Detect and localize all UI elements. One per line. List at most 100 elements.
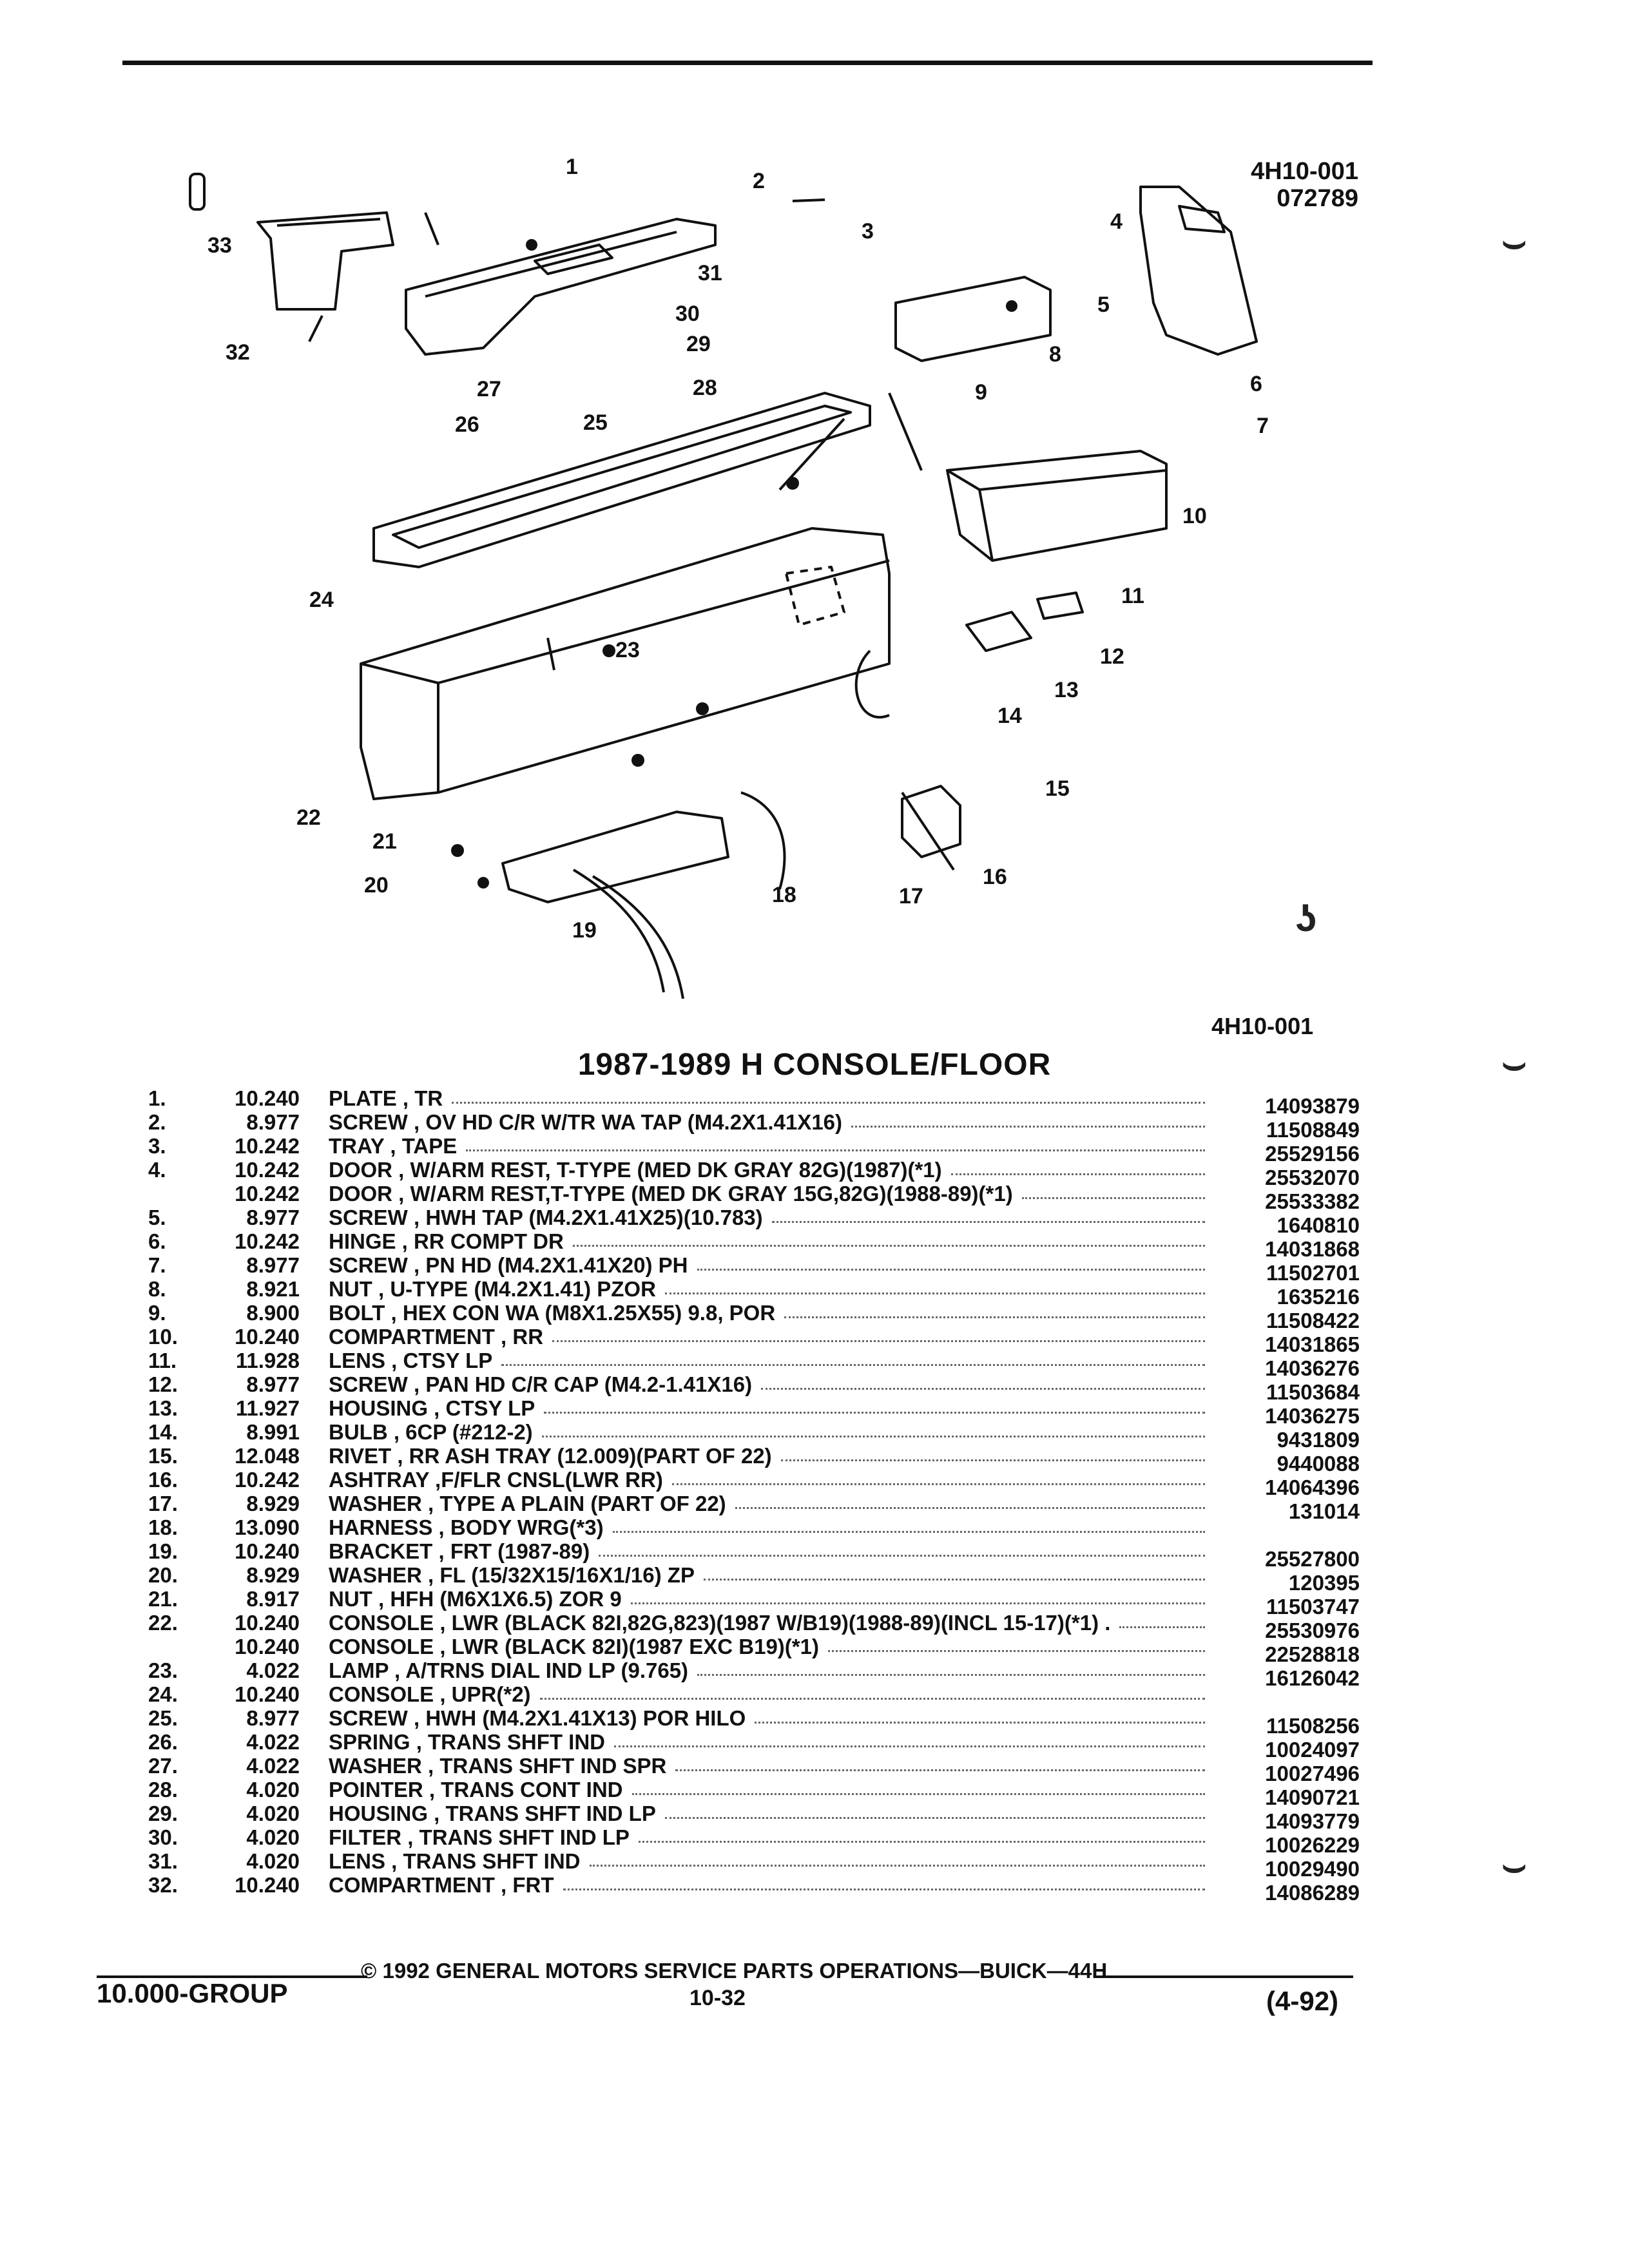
callout-21: 21	[372, 829, 397, 854]
part-description: PLATE , TR	[329, 1086, 443, 1110]
dot-leader	[599, 1539, 1205, 1557]
part-group-code: 10.242	[235, 1468, 300, 1492]
part-description: COMPARTMENT , FRT	[329, 1873, 554, 1897]
part-group-code: 8.977	[246, 1110, 300, 1134]
part-number-index: 14.	[148, 1420, 178, 1444]
callout-19: 19	[572, 918, 597, 943]
callout-32: 32	[226, 340, 250, 365]
callout-7: 7	[1257, 414, 1269, 438]
part-number-index: 17.	[148, 1492, 178, 1515]
part-description: SCREW , PAN HD C/R CAP (M4.2-1.41X16)	[329, 1372, 753, 1396]
part-group-code: 10.242	[235, 1229, 300, 1253]
dot-leader	[735, 1492, 1205, 1509]
figure-code: 072789	[1277, 185, 1358, 212]
part-description: HOUSING , TRANS SHFT IND LP	[329, 1802, 656, 1825]
dot-leader	[542, 1420, 1205, 1437]
part-description: POINTER , TRANS CONT IND	[329, 1778, 623, 1802]
part-number: 14093779	[1265, 1809, 1360, 1833]
part-group-code: 10.240	[235, 1611, 300, 1635]
part-group-code: 10.240	[235, 1539, 300, 1563]
callout-11: 11	[1121, 584, 1144, 608]
part-group-code: 4.022	[246, 1730, 300, 1754]
dot-leader	[1022, 1182, 1205, 1199]
part-number: 11503684	[1266, 1380, 1360, 1404]
dot-leader	[631, 1587, 1205, 1604]
parts-row: 31. 4.020 LENS , TRANS SHFT IND 10029490	[148, 1849, 1360, 1881]
part-group-code: 10.240	[235, 1086, 300, 1110]
part-description: CONSOLE , LWR (BLACK 82I,82G,823)(1987 W…	[329, 1611, 1111, 1635]
part-number: 14093879	[1265, 1094, 1360, 1118]
exploded-parts-diagram	[189, 173, 1258, 999]
part-description: SCREW , PN HD (M4.2X1.41X20) PH	[329, 1253, 688, 1277]
part-description: TRAY , TAPE	[329, 1134, 458, 1158]
clip-drawing	[189, 173, 206, 211]
dot-leader	[772, 1206, 1205, 1223]
callout-1: 1	[566, 155, 578, 179]
callout-2: 2	[753, 169, 765, 193]
figure-id-header: 4H10-001 072789	[1251, 158, 1358, 212]
callout-6: 6	[1250, 372, 1262, 396]
part-number-index: 18.	[148, 1515, 178, 1539]
dot-leader	[544, 1396, 1205, 1414]
dot-leader	[704, 1563, 1205, 1581]
part-number: 16126042	[1265, 1666, 1360, 1690]
dot-leader	[665, 1802, 1205, 1819]
part-number-index: 12.	[148, 1372, 178, 1396]
part-number: 14031865	[1265, 1332, 1360, 1356]
part-number-index: 6.	[148, 1229, 166, 1253]
callout-24: 24	[309, 588, 334, 612]
top-rule	[122, 61, 1373, 65]
part-number: 11508256	[1266, 1714, 1360, 1738]
part-number: 11503747	[1266, 1595, 1360, 1619]
part-number-index: 28.	[148, 1778, 178, 1802]
part-description: BRACKET , FRT (1987-89)	[329, 1539, 590, 1563]
dot-leader	[501, 1349, 1205, 1366]
footer-group: 10.000-GROUP	[97, 1978, 288, 2008]
callout-3: 3	[862, 219, 874, 244]
part-group-code: 8.977	[246, 1253, 300, 1277]
part-description: LENS , CTSY LP	[329, 1349, 493, 1372]
part-number-index: 26.	[148, 1730, 178, 1754]
part-number-index: 19.	[148, 1539, 178, 1563]
front-compartment-drawing	[256, 211, 394, 311]
part-description: SCREW , HWH TAP (M4.2X1.41X25)(10.783)	[329, 1206, 763, 1229]
part-description: ASHTRAY ,F/FLR CNSL(LWR RR)	[329, 1468, 663, 1492]
part-description: WASHER , FL (15/32X15/16X1/16) ZP	[329, 1563, 695, 1587]
door-drawing	[1139, 186, 1258, 356]
ashtray-drawing	[901, 785, 961, 858]
part-number-index: 31.	[148, 1849, 178, 1873]
part-description: DOOR , W/ARM REST, T-TYPE (MED DK GRAY 8…	[329, 1158, 942, 1182]
logo-mark: ʖ	[1295, 896, 1317, 939]
dot-leader	[672, 1468, 1205, 1485]
bracket-drawing	[501, 811, 729, 903]
part-number: 14086289	[1265, 1881, 1360, 1905]
callout-10: 10	[1182, 504, 1207, 528]
part-group-code: 4.020	[246, 1849, 300, 1873]
dot-leader	[675, 1754, 1205, 1771]
part-number: 11508422	[1266, 1309, 1360, 1332]
callout-15: 15	[1045, 776, 1070, 801]
callout-9: 9	[975, 380, 987, 405]
part-number-index: 2.	[148, 1110, 166, 1134]
part-number-index: 21.	[148, 1587, 178, 1611]
part-number-index: 20.	[148, 1563, 178, 1587]
callout-20: 20	[364, 873, 389, 898]
part-description: LENS , TRANS SHFT IND	[329, 1849, 581, 1873]
part-group-code: 4.022	[246, 1658, 300, 1682]
part-number: 25532070	[1265, 1166, 1360, 1189]
part-number: 10029490	[1265, 1857, 1360, 1881]
callout-28: 28	[693, 376, 717, 400]
part-group-code: 4.022	[246, 1754, 300, 1778]
part-number-index: 4.	[148, 1158, 166, 1182]
callout-27: 27	[477, 377, 501, 401]
part-group-code: 10.242	[235, 1158, 300, 1182]
